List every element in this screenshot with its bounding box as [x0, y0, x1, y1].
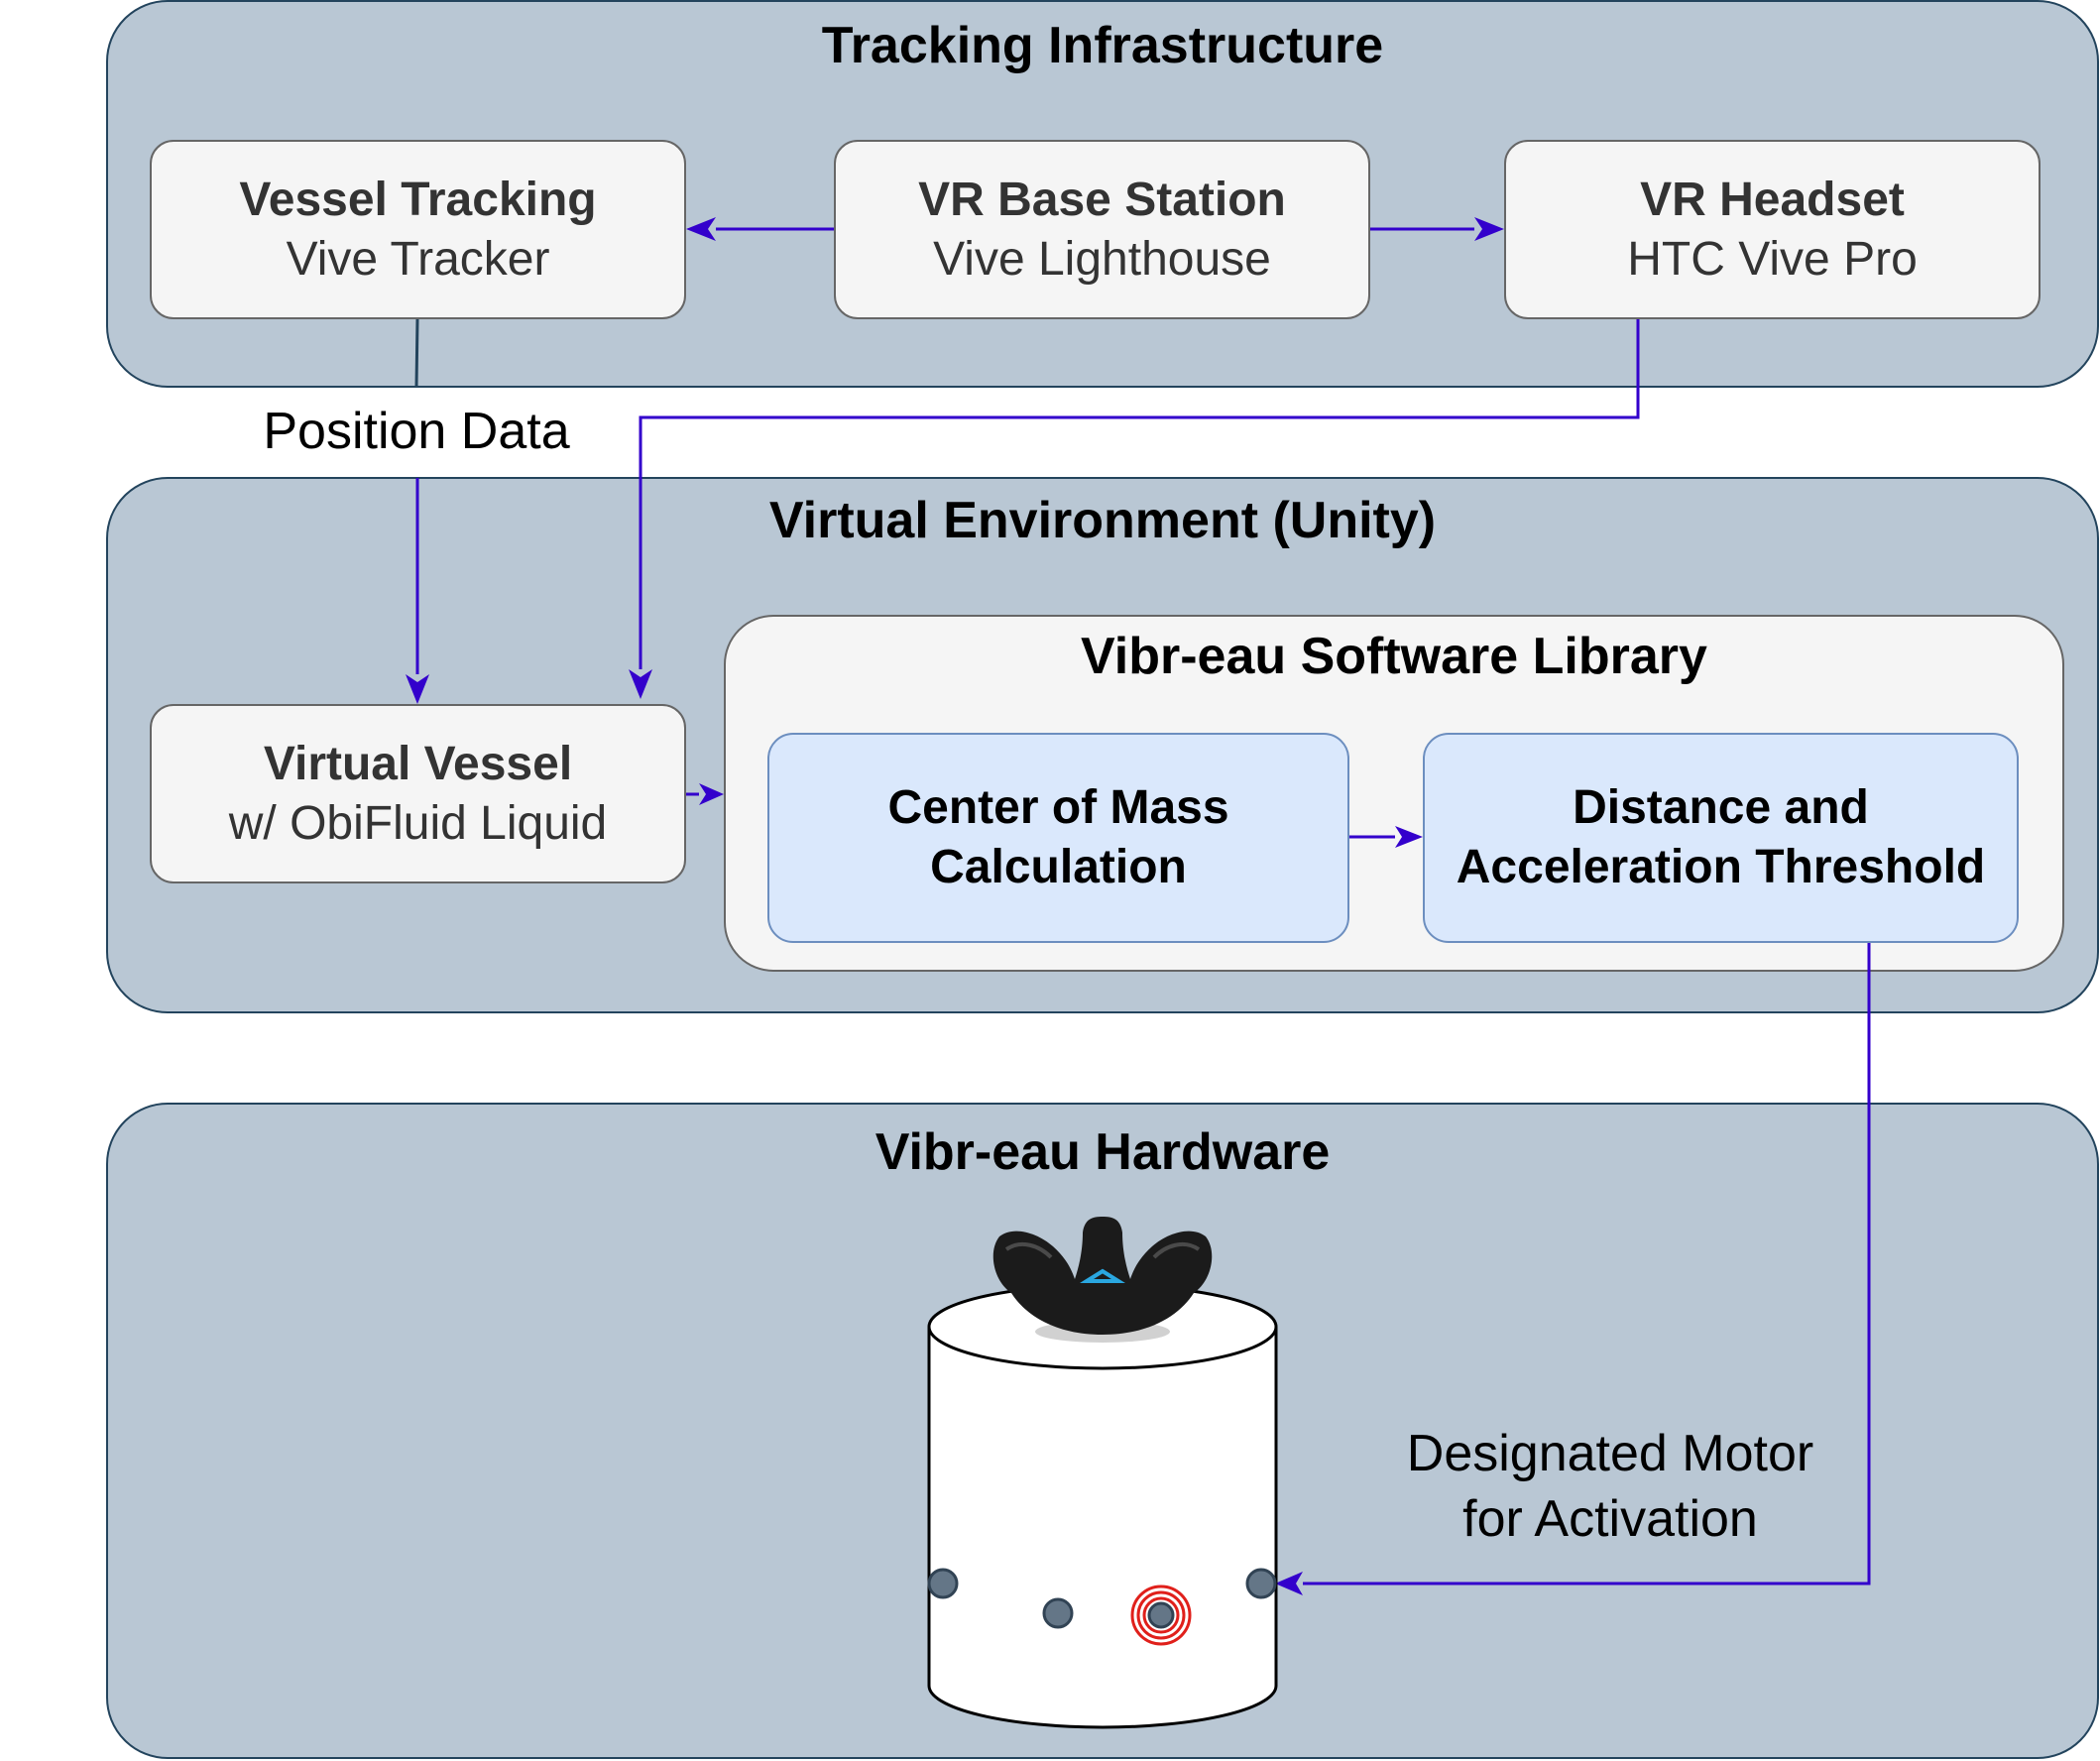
cylinder-body — [927, 1327, 1278, 1729]
threshold-node: Distance and Acceleration Threshold — [1423, 733, 2019, 943]
headset-subtitle: HTC Vive Pro — [1627, 232, 1918, 286]
arrow-base-to-tracker — [686, 217, 834, 241]
arrow-headset-to-vessel — [629, 319, 1640, 699]
software-library-title: Vibr-eau Software Library — [1081, 628, 1707, 685]
base-station-subtitle: Vive Lighthouse — [933, 232, 1271, 286]
headset-title: VR Headset — [1640, 173, 1905, 226]
vr-base-station-node: VR Base Station Vive Lighthouse — [834, 140, 1370, 319]
arrow-threshold-to-motor — [1275, 943, 1871, 1595]
motor-left — [927, 1568, 959, 1599]
virtual-environment-title: Virtual Environment (Unity) — [768, 492, 1437, 549]
vessel-tracking-title: Vessel Tracking — [239, 173, 597, 226]
motor-label-line1: Designated Motor — [1406, 1425, 1814, 1482]
position-data-label: Position Data — [239, 399, 594, 464]
virtual-vessel-subtitle: w/ ObiFluid Liquid — [228, 796, 608, 850]
hardware-title: Vibr-eau Hardware — [875, 1123, 1331, 1181]
tracking-infrastructure-title: Tracking Infrastructure — [821, 17, 1384, 74]
line-tracker-to-label — [414, 318, 419, 388]
virtual-vessel-node: Virtual Vessel w/ ObiFluid Liquid — [150, 704, 686, 883]
vive-tracker-icon — [992, 1217, 1213, 1343]
motor-right — [1245, 1568, 1277, 1599]
motor-label-line2: for Activation — [1462, 1490, 1758, 1548]
motor-label: Designated Motor for Activation — [1366, 1421, 1854, 1552]
arrow-vessel-to-library — [686, 783, 724, 805]
arrow-base-to-headset — [1370, 217, 1504, 241]
virtual-vessel-title: Virtual Vessel — [263, 737, 573, 790]
arrow-position-to-vessel — [406, 478, 429, 704]
motor-center — [1042, 1597, 1074, 1629]
threshold-line2: Acceleration Threshold — [1456, 841, 1986, 893]
threshold-line1: Distance and — [1573, 781, 1869, 834]
center-of-mass-line2: Calculation — [930, 841, 1187, 893]
center-of-mass-node: Center of Mass Calculation — [767, 733, 1349, 943]
center-of-mass-line1: Center of Mass — [887, 781, 1229, 834]
base-station-title: VR Base Station — [918, 173, 1286, 226]
vr-headset-node: VR Headset HTC Vive Pro — [1504, 140, 2041, 319]
vessel-tracking-node: Vessel Tracking Vive Tracker — [150, 140, 686, 319]
vibr-eau-vessel-illustration — [927, 1217, 1278, 1729]
arrow-com-to-threshold — [1349, 826, 1423, 848]
motor-active — [1130, 1585, 1192, 1646]
vessel-tracking-subtitle: Vive Tracker — [286, 232, 550, 286]
